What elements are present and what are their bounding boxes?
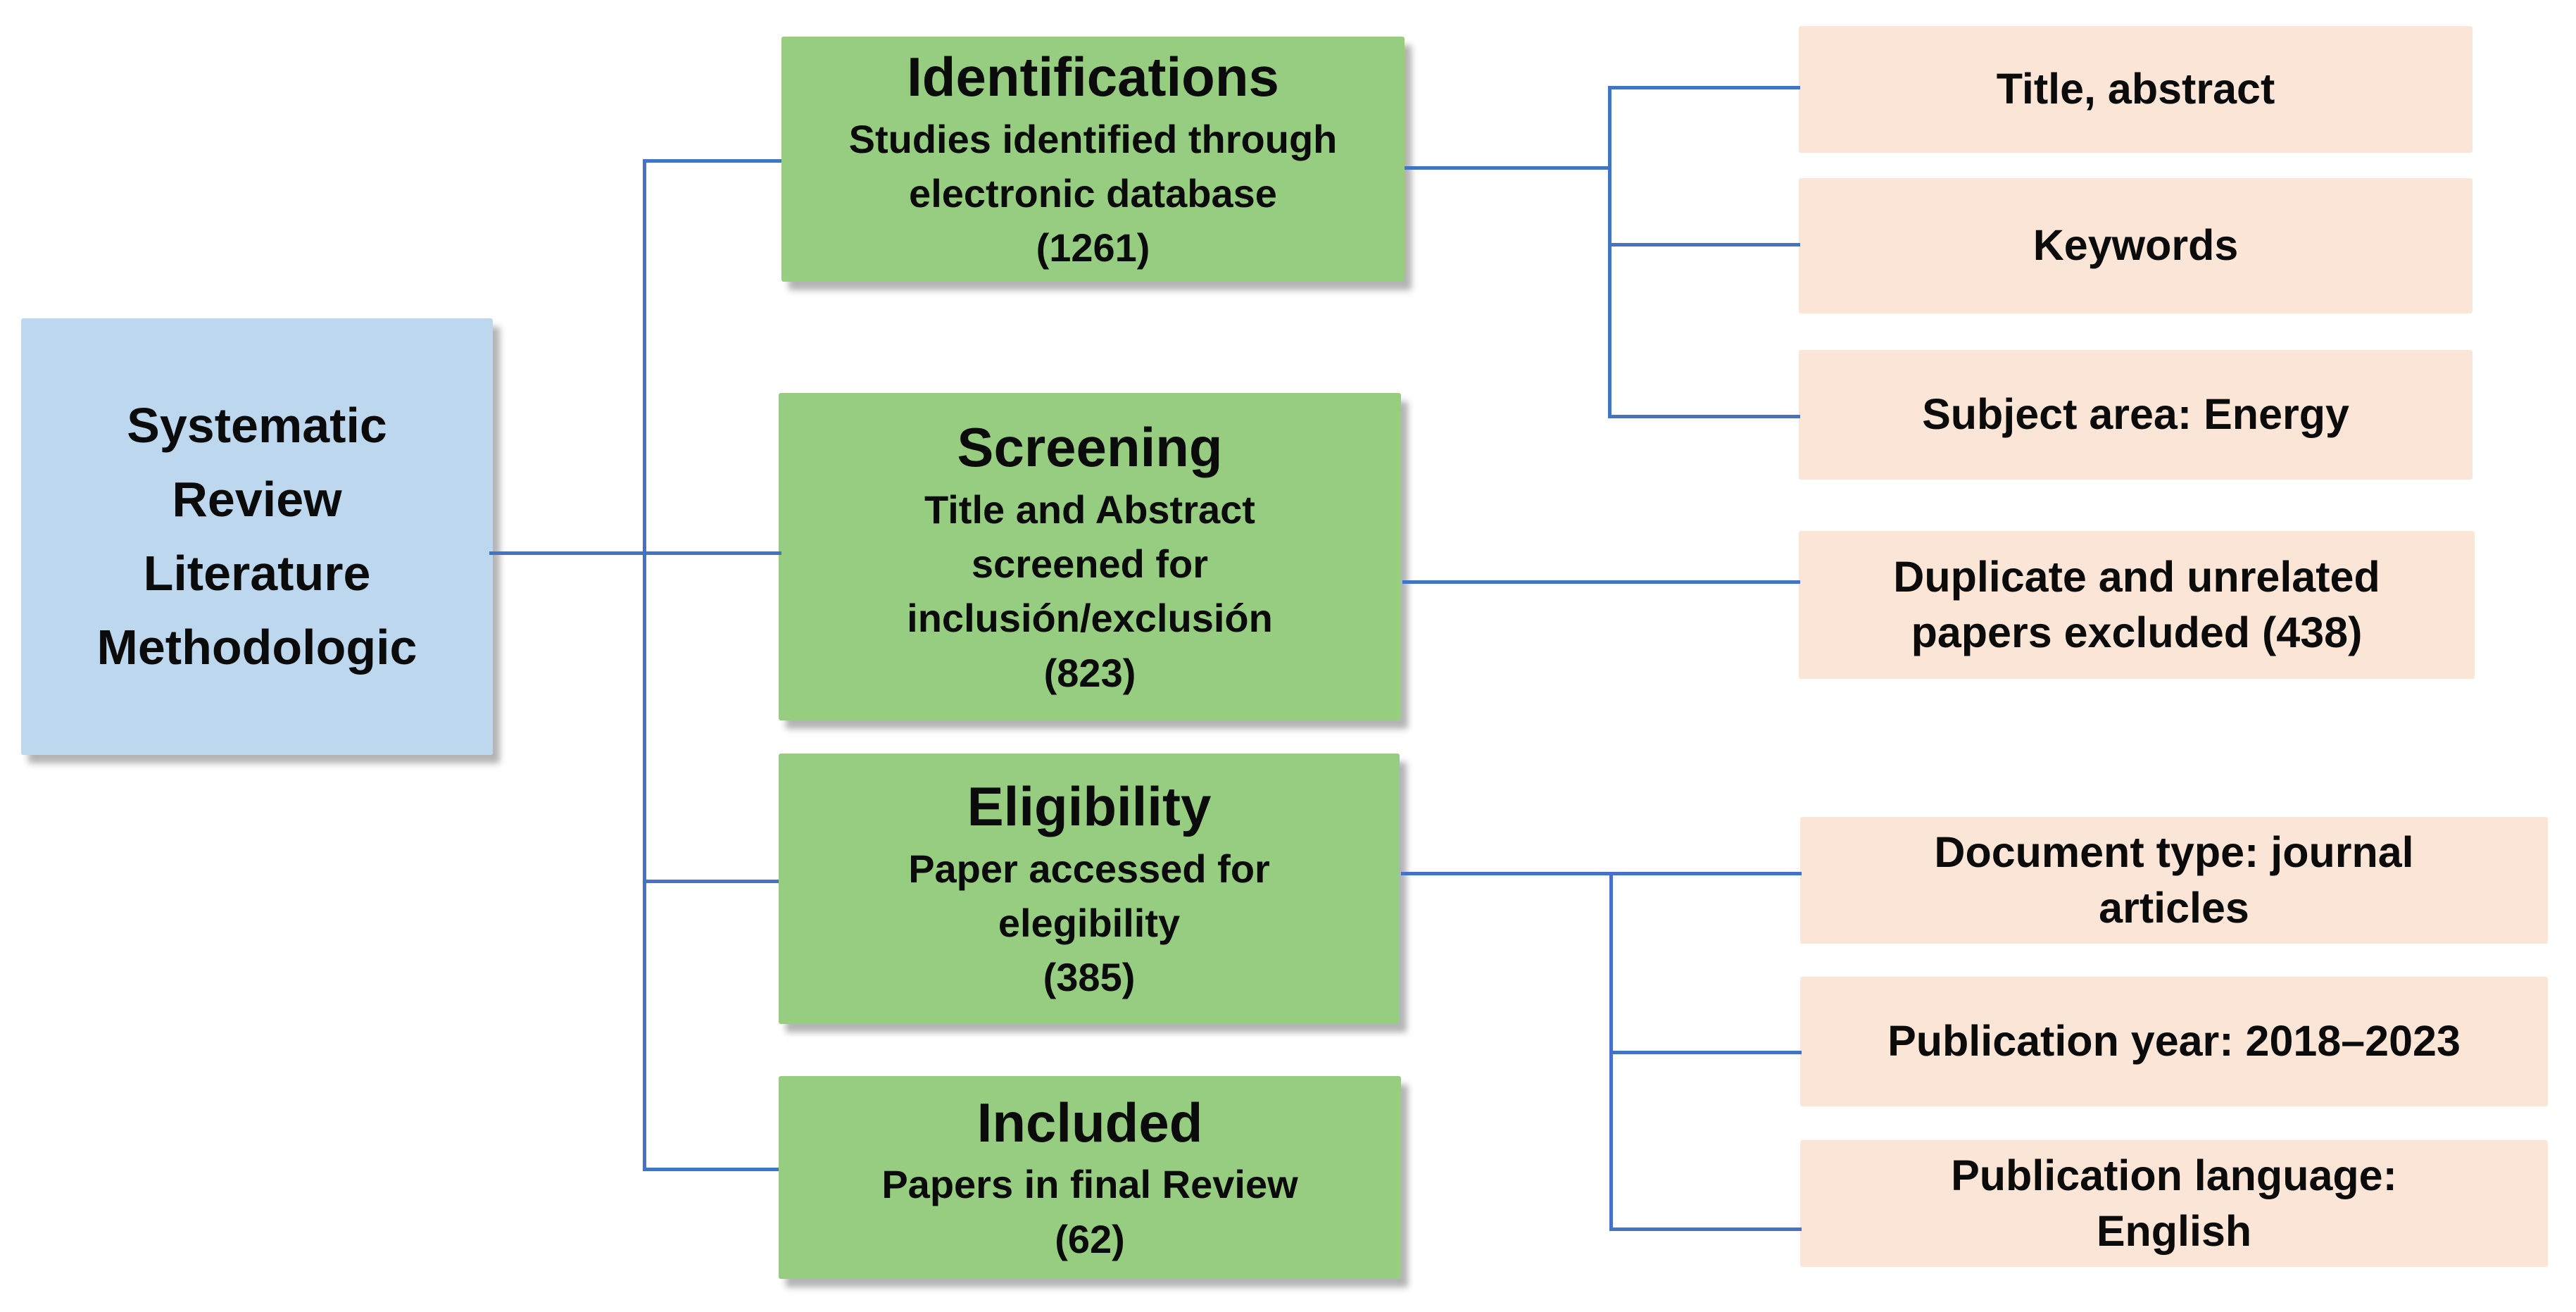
connector-screening-to-duplicates (1402, 580, 1800, 584)
connector-branch-eligibility (643, 880, 779, 883)
criteria-label: Subject area: Energy (1922, 390, 2349, 439)
criteria-label: Publication year: 2018–2023 (1887, 1017, 2461, 1066)
stage-box-included: Included Papers in final Review (62) (779, 1076, 1401, 1279)
criteria-box-duplicates-excluded: Duplicate and unrelated papers excluded … (1799, 531, 2475, 679)
connector-left-trunk (643, 159, 646, 1171)
criteria-box-keywords: Keywords (1799, 178, 2473, 313)
connector-eligibility-to-document-type (1401, 872, 1802, 875)
connector-branch-subject-area (1608, 415, 1800, 418)
connector-identifications-out (1405, 166, 1611, 170)
connector-branch-keywords (1608, 243, 1800, 246)
connector-branch-included (643, 1168, 779, 1171)
connector-right-trunk-top (1608, 86, 1611, 418)
stage-body: Title and Abstract screened for inclusió… (907, 487, 1273, 641)
stage-box-identifications: Identifications Studies identified throu… (781, 37, 1405, 282)
criteria-box-title-abstract: Title, abstract (1799, 26, 2473, 153)
connector-branch-title-abstract (1608, 86, 1800, 89)
stage-title: Identifications (907, 46, 1279, 108)
stage-body: Studies identified through electronic da… (848, 116, 1338, 216)
criteria-label: Document type: journal articles (1934, 827, 2414, 932)
criteria-label: Title, abstract (1996, 65, 2275, 113)
stage-count: (823) (1043, 650, 1136, 695)
criteria-box-document-type: Document type: journal articles (1800, 817, 2548, 944)
criteria-box-subject-area: Subject area: Energy (1799, 350, 2473, 480)
connector-branch-publication-year (1609, 1051, 1802, 1054)
stage-count: (62) (1055, 1216, 1125, 1261)
stage-box-eligibility: Eligibility Paper accessed for elegibili… (779, 754, 1400, 1024)
connector-root-to-trunk (489, 551, 781, 555)
stage-title: Included (976, 1091, 1203, 1154)
connector-branch-publication-language (1609, 1227, 1802, 1231)
root-box: Systematic Review Literature Methodologi… (21, 318, 493, 755)
criteria-label: Keywords (2032, 221, 2239, 270)
stage-body: Paper accessed for elegibility (908, 846, 1270, 946)
stage-title: Screening (957, 416, 1223, 479)
connector-branch-identifications (643, 159, 781, 163)
stage-count: (385) (1043, 955, 1136, 1000)
criteria-box-publication-year: Publication year: 2018–2023 (1800, 977, 2548, 1106)
criteria-label: Publication language: English (1951, 1151, 2397, 1255)
criteria-box-publication-language: Publication language: English (1800, 1140, 2548, 1267)
stage-box-screening: Screening Title and Abstract screened fo… (779, 393, 1401, 720)
stage-body: Papers in final Review (881, 1162, 1298, 1207)
criteria-label: Duplicate and unrelated papers excluded … (1893, 552, 2380, 656)
root-label: Systematic Review Literature Methodologi… (96, 398, 417, 675)
stage-count: (1261) (1036, 225, 1150, 270)
stage-title: Eligibility (967, 775, 1212, 838)
